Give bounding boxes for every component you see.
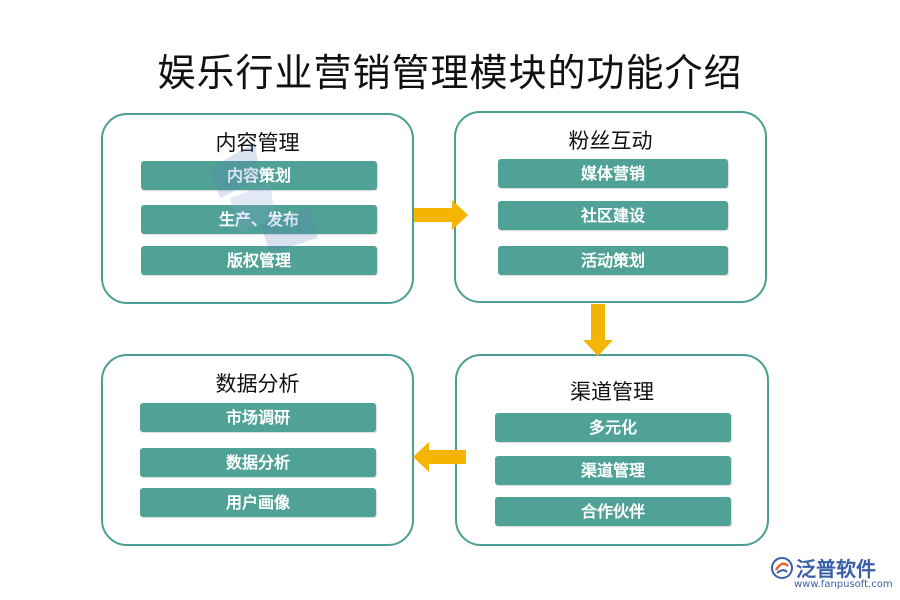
module-title: 数据分析 (215, 372, 300, 396)
item-user-persona: 用户画像 (140, 488, 376, 517)
item-channel-management: 渠道管理 (495, 456, 731, 485)
item-copyright-management: 版权管理 (141, 246, 377, 275)
brand-logo: 泛普软件 www.fanpusoft.com (770, 552, 895, 596)
item-community-building: 社区建设 (498, 201, 728, 230)
item-event-planning: 活动策划 (498, 246, 728, 275)
item-media-marketing: 媒体营销 (498, 159, 728, 188)
item-partners: 合作伙伴 (495, 497, 731, 526)
module-channel-management: 渠道管理 多元化 渠道管理 合作伙伴 (455, 354, 769, 546)
fanpu-logo-icon (771, 557, 793, 579)
arrow-down-icon (583, 304, 613, 356)
module-title: 粉丝互动 (568, 129, 653, 153)
module-title: 渠道管理 (570, 380, 654, 404)
item-market-research: 市场调研 (140, 403, 376, 432)
logo-name: 泛普软件 (796, 557, 876, 581)
module-data-analysis: 数据分析 市场调研 数据分析 用户画像 (101, 354, 414, 546)
arrow-right-icon (414, 200, 468, 230)
item-content-planning: 内容策划 (141, 161, 377, 190)
module-fan-interaction: 粉丝互动 媒体营销 社区建设 活动策划 (454, 111, 767, 303)
module-content-management: 内容管理 内容策划 生产、发布 版权管理 (101, 113, 414, 304)
module-title: 内容管理 (215, 131, 300, 155)
arrow-left-icon (413, 442, 466, 472)
item-diversification: 多元化 (495, 413, 731, 442)
page-title: 娱乐行业营销管理模块的功能介绍 (157, 51, 743, 95)
item-data-analysis: 数据分析 (140, 448, 376, 477)
item-production-publishing: 生产、发布 (141, 205, 377, 234)
logo-url: www.fanpusoft.com (794, 579, 893, 590)
